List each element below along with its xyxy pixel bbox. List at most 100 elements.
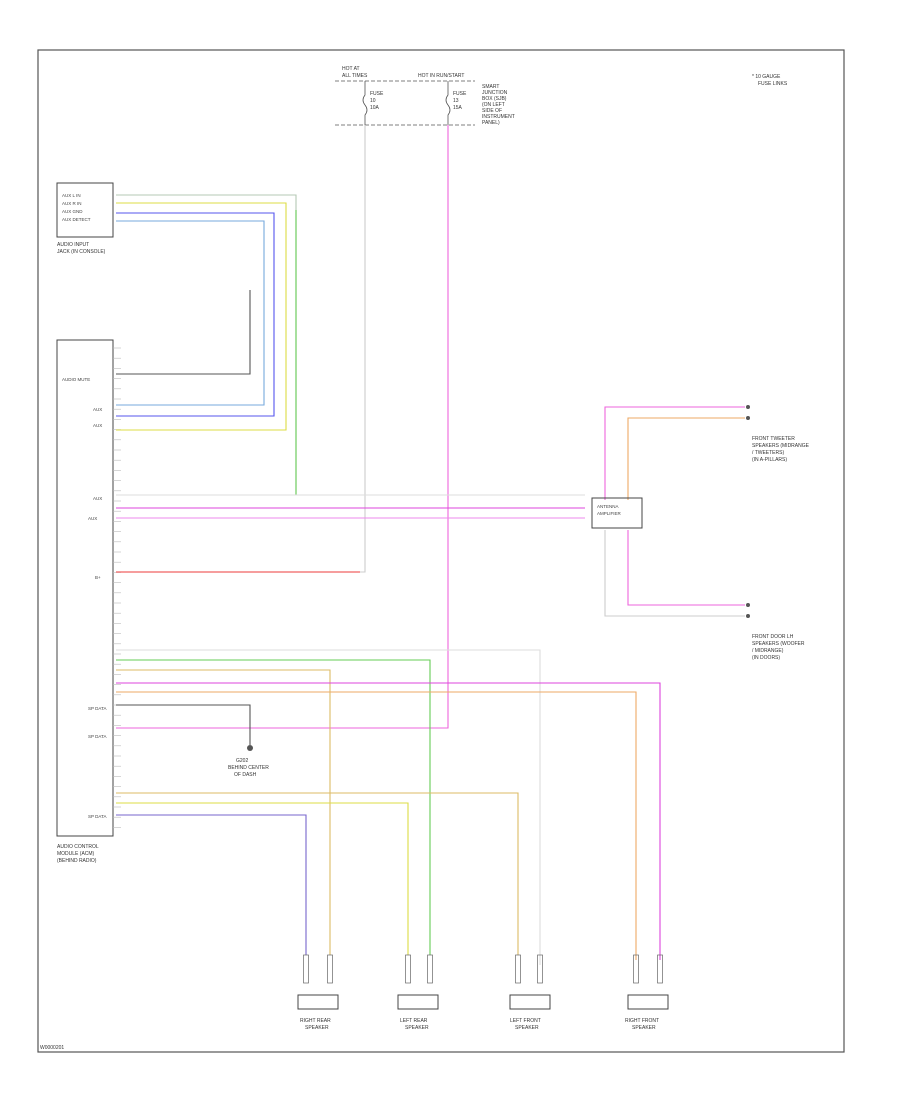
wire-tweeter-top: [604, 406, 745, 500]
speaker-terminal: [327, 954, 333, 984]
speaker-left-rear: LEFT REAR SPEAKER: [397, 994, 439, 1031]
speaker-body: [397, 994, 439, 1010]
wire-dark-ground: [116, 704, 251, 745]
speaker-terminal: [633, 954, 639, 984]
fuse-caption-line: SIDE OF: [482, 108, 502, 114]
door-caption: / MIDRANGE): [752, 648, 784, 654]
front-tweeter-connector: FRONT TWEETER SPEAKERS (MIDRANGE / TWEET…: [746, 405, 810, 463]
acm-side-label: AUX: [93, 423, 102, 428]
fuse-2-word: FUSE: [453, 91, 467, 97]
acm-side-label: AUX: [93, 407, 102, 412]
wire-tweeter-bot: [627, 530, 745, 606]
speaker-body: [509, 994, 551, 1010]
acm-box: [56, 339, 114, 837]
connector-pin: [746, 416, 750, 420]
wire-gray-jack: [116, 194, 297, 495]
wire-orange: [116, 691, 637, 960]
tweeter-caption: (IN A-PILLARS): [752, 457, 787, 463]
fuse-section: HOT AT ALL TIMES HOT IN RUN/START FUSE 1…: [335, 66, 515, 126]
audio-control-module: AUDIO MUTE AUX AUX AUX AUX B+ SP DATA SP…: [56, 339, 114, 864]
speaker-label: LEFT REAR: [400, 1018, 428, 1024]
hot-at-label: HOT AT: [342, 66, 360, 72]
acm-caption: AUDIO CONTROL: [57, 844, 99, 850]
wire-tan-lf: [116, 792, 519, 955]
connector-pin: [746, 405, 750, 409]
door-caption: SPEAKERS (WOOFER: [752, 641, 805, 647]
top-right-note: FUSE LINKS: [758, 81, 788, 87]
tweeter-caption: FRONT TWEETER: [752, 436, 795, 442]
wire-tweeter-bot2: [604, 530, 745, 617]
acm-side-label: AUX: [88, 516, 97, 521]
wire-gray-rf: [116, 649, 541, 965]
front-door-connector: FRONT DOOR LH SPEAKERS (WOOFER / MIDRANG…: [746, 603, 805, 661]
wire-yellow-jack: [116, 202, 287, 431]
jack-pin-label: AUX R IN: [62, 201, 82, 206]
splice-box: [591, 497, 643, 529]
top-right-note: * 10 GAUGE: [752, 74, 781, 80]
fuse-13: FUSE 13 15A: [445, 81, 467, 125]
splice-label: ANTENNA: [597, 504, 619, 509]
wire-fuse1-feed: [116, 125, 366, 573]
wire-tan-rr: [116, 669, 331, 955]
acm-side-label: AUDIO MUTE: [62, 377, 90, 382]
tweeter-caption: SPEAKERS (MIDRANGE: [752, 443, 810, 449]
audio-input-jack: AUX L IN AUX R IN AUX GND AUX DETECT AUD…: [56, 182, 114, 255]
acm-lower-label: SP DATA: [88, 814, 107, 819]
speaker-label: LEFT FRONT: [510, 1018, 541, 1024]
splice-label: AMPLIFIER: [597, 511, 622, 516]
fuse-1-word: FUSE: [370, 91, 384, 97]
speaker-terminal: [427, 954, 433, 984]
fuse-caption-line: INSTRUMENT: [482, 114, 515, 120]
ground-caption: BEHIND CENTER: [228, 765, 269, 771]
acm-pin-column: [113, 347, 121, 828]
wire-blue-jack: [116, 212, 275, 417]
wire-harness: [116, 125, 745, 965]
fuse-caption-line: JUNCTION: [482, 90, 508, 96]
speaker-body: [627, 994, 669, 1010]
acm-caption: (BEHIND RADIO): [57, 858, 97, 864]
fuse-caption-line: PANEL): [482, 120, 500, 126]
wire-yellow-lr: [116, 802, 409, 955]
ground-caption: OF DASH: [234, 772, 257, 778]
fuse-caption-line: (ON LEFT: [482, 102, 505, 108]
jack-pin-label: AUX DETECT: [62, 217, 91, 222]
ground-caption: G202: [236, 758, 248, 764]
speaker-label: SPEAKER: [632, 1025, 656, 1031]
fuse-symbol: [362, 81, 368, 125]
fuse-symbol: [445, 81, 451, 125]
speaker-right-rear: RIGHT REAR SPEAKER: [297, 994, 339, 1031]
connector-pin: [746, 603, 750, 607]
wire-magenta-rf: [116, 682, 661, 960]
speaker-group: RIGHT REAR SPEAKER LEFT REAR SPEAKER LEF…: [297, 954, 669, 1031]
speaker-terminal: [405, 954, 411, 984]
tweeter-splice: ANTENNA AMPLIFIER: [591, 497, 643, 529]
wire-green-lr: [116, 659, 431, 955]
speaker-label: SPEAKER: [515, 1025, 539, 1031]
speaker-terminal: [303, 954, 309, 984]
fuse-10: FUSE 10 10A: [362, 81, 384, 125]
jack-caption: JACK (IN CONSOLE): [57, 249, 106, 255]
acm-side-label: AUX: [93, 496, 102, 501]
fuse-1-number: 10: [370, 98, 376, 104]
wire-fuse2-feed: [116, 125, 449, 729]
jack-pin-label: AUX GND: [62, 209, 83, 214]
acm-lower-label: B+: [95, 575, 101, 580]
fuse-1-rating: 10A: [370, 105, 380, 111]
wire-tweeter-top2: [627, 417, 745, 500]
footer-code: W0000201: [40, 1045, 64, 1051]
speaker-body: [297, 994, 339, 1010]
all-times-label: ALL TIMES: [342, 73, 368, 79]
door-caption: (IN DOORS): [752, 655, 780, 661]
fuse-caption-line: BOX (SJB): [482, 96, 507, 102]
fuse-2-rating: 15A: [453, 105, 463, 111]
speaker-left-front: LEFT FRONT SPEAKER: [509, 994, 551, 1031]
acm-caption: MODULE (ACM): [57, 851, 95, 857]
speaker-right-front: RIGHT FRONT SPEAKER: [625, 994, 669, 1031]
wire-purple-rr: [116, 814, 307, 955]
diagram-frame: [37, 49, 845, 1053]
connector-pin: [746, 614, 750, 618]
speaker-terminal: [515, 954, 521, 984]
hot-in-run-label: HOT IN RUN/START: [418, 73, 464, 79]
wire-dark-jack: [116, 290, 251, 375]
